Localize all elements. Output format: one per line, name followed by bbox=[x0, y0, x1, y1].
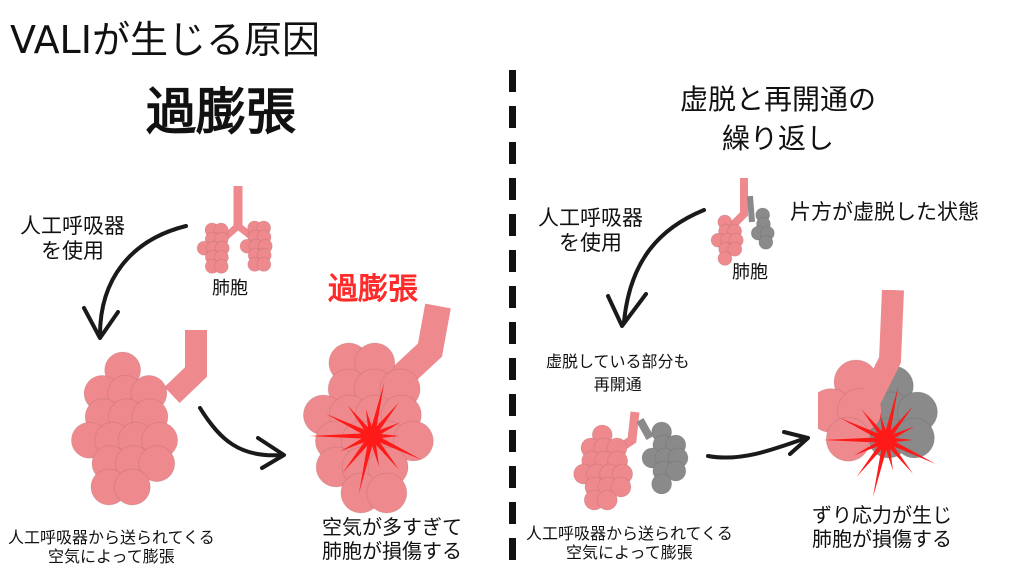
right-trachea-small bbox=[729, 178, 748, 229]
right-alveoli-mid-collapsed bbox=[641, 421, 689, 495]
right-bronchus-large bbox=[860, 290, 904, 405]
damage-ray bbox=[369, 382, 385, 437]
bronchus-overinflated bbox=[391, 303, 451, 388]
damage-ray bbox=[342, 434, 375, 473]
alveolus bbox=[256, 256, 272, 272]
right-bronchus-gray bbox=[747, 195, 755, 223]
damage-burst-left bbox=[309, 382, 422, 494]
bronchus-normal bbox=[164, 330, 207, 403]
arrow-ventilator bbox=[98, 224, 188, 337]
ventilator-label-line2: を使用 bbox=[41, 239, 104, 264]
reopen-label-line2: 再開通 bbox=[593, 375, 642, 395]
damage-ray bbox=[883, 406, 913, 442]
right-alveoli-small-pink bbox=[710, 214, 744, 266]
arrow-to-shear bbox=[706, 436, 808, 460]
damage-ray bbox=[358, 435, 375, 494]
alveoli-cluster-normal bbox=[70, 351, 179, 506]
right-caption-inflation-line1: 人工呼吸器から送られてくる bbox=[526, 524, 733, 543]
left-caption-inflation: 人工呼吸器から送られてくる空気によって膨張 bbox=[8, 528, 215, 566]
right-caption-shear-line2: 肺胞が損傷する bbox=[812, 527, 952, 551]
alveolus bbox=[366, 472, 408, 514]
right-title-line2: 繰り返し bbox=[722, 122, 835, 156]
right-ventilator-label-line1: 人工呼吸器 bbox=[538, 206, 643, 230]
right-title: 虚脱と再開通の繰り返し bbox=[680, 80, 876, 158]
right-ventilator-label-line2: を使用 bbox=[559, 231, 622, 256]
ventilator-label: 人工呼吸器を使用 bbox=[20, 214, 125, 264]
reopen-label-line1: 虚脱している部分も bbox=[546, 352, 690, 371]
damage-ray bbox=[884, 437, 936, 464]
right-caption-inflation: 人工呼吸器から送られてくる空気によって膨張 bbox=[526, 524, 733, 562]
overinflation-label: 過膨張 bbox=[328, 272, 418, 307]
right-alveoli-small-collapsed bbox=[750, 207, 775, 250]
alveolus bbox=[138, 445, 176, 483]
right-ventilator-label: 人工呼吸器を使用 bbox=[538, 206, 643, 256]
alveolus bbox=[213, 258, 229, 274]
alveolus bbox=[651, 473, 673, 495]
damage-burst-left-core bbox=[365, 429, 379, 443]
alveolus bbox=[717, 250, 733, 266]
damage-ray bbox=[883, 386, 899, 441]
damage-ray bbox=[347, 405, 375, 438]
reopen-label: 虚脱している部分も再開通 bbox=[546, 350, 690, 396]
damage-burst-right bbox=[823, 386, 936, 498]
damage-ray bbox=[369, 434, 399, 470]
left-subtitle: 過膨張 bbox=[146, 83, 296, 141]
damage-ray bbox=[823, 437, 887, 443]
alveolus bbox=[758, 234, 774, 250]
damage-ray bbox=[370, 433, 422, 460]
right-caption-shear: ずり応力が生じ肺胞が損傷する bbox=[812, 503, 952, 551]
arrow-to-overinflation bbox=[198, 406, 284, 458]
alveoli-cluster-overinflated bbox=[302, 342, 434, 514]
damage-ray bbox=[839, 417, 888, 443]
main-title: VALIが生じる原因 bbox=[10, 18, 320, 62]
alveoli-label: 肺胞 bbox=[212, 278, 248, 299]
right-alveoli-mid-pink bbox=[573, 424, 634, 511]
left-caption-inflation-line2: 空気によって膨張 bbox=[48, 547, 175, 567]
right-title-line1: 虚脱と再開通の bbox=[680, 83, 877, 116]
arrow-right-ventilator-head bbox=[606, 292, 648, 328]
right-caption-inflation-line2: 空気によって膨張 bbox=[566, 543, 693, 563]
damage-ray bbox=[325, 413, 374, 439]
collapsed-state-label: 片方が虚脱した状態 bbox=[790, 200, 979, 224]
alveolus bbox=[596, 489, 618, 511]
damage-ray bbox=[856, 438, 889, 477]
damage-burst-right-core bbox=[879, 433, 893, 447]
alveolus bbox=[113, 468, 151, 506]
left-caption-inflation-line1: 人工呼吸器から送られてくる bbox=[8, 528, 215, 547]
arrow-to-overinflation-head bbox=[256, 436, 286, 470]
right-alveoli-label: 肺胞 bbox=[732, 262, 768, 283]
damage-ray bbox=[872, 439, 889, 498]
right-bronchus-mid-gray bbox=[636, 418, 654, 440]
alveolus bbox=[665, 460, 687, 482]
damage-ray bbox=[369, 402, 399, 438]
arrow-right-ventilator bbox=[622, 208, 706, 324]
arrow-to-shear-head bbox=[782, 430, 810, 456]
right-caption-shear-line1: ずり応力が生じ bbox=[812, 503, 952, 527]
alveoli-cluster-small-right bbox=[239, 220, 273, 272]
alveoli-cluster-small-left bbox=[196, 222, 230, 274]
alveolus bbox=[727, 241, 743, 257]
damage-ray bbox=[861, 409, 889, 442]
damage-ray bbox=[309, 433, 373, 439]
ventilator-label-line1: 人工呼吸器 bbox=[20, 214, 125, 238]
alveolus bbox=[610, 476, 632, 498]
left-caption-damage: 空気が多すぎて肺胞が損傷する bbox=[322, 515, 462, 563]
arrow-ventilator-head bbox=[82, 306, 120, 340]
left-caption-damage-line1: 空気が多すぎて bbox=[322, 515, 462, 539]
damage-ray bbox=[883, 438, 913, 474]
left-caption-damage-line2: 肺胞が損傷する bbox=[322, 539, 462, 563]
section-divider bbox=[509, 70, 516, 570]
